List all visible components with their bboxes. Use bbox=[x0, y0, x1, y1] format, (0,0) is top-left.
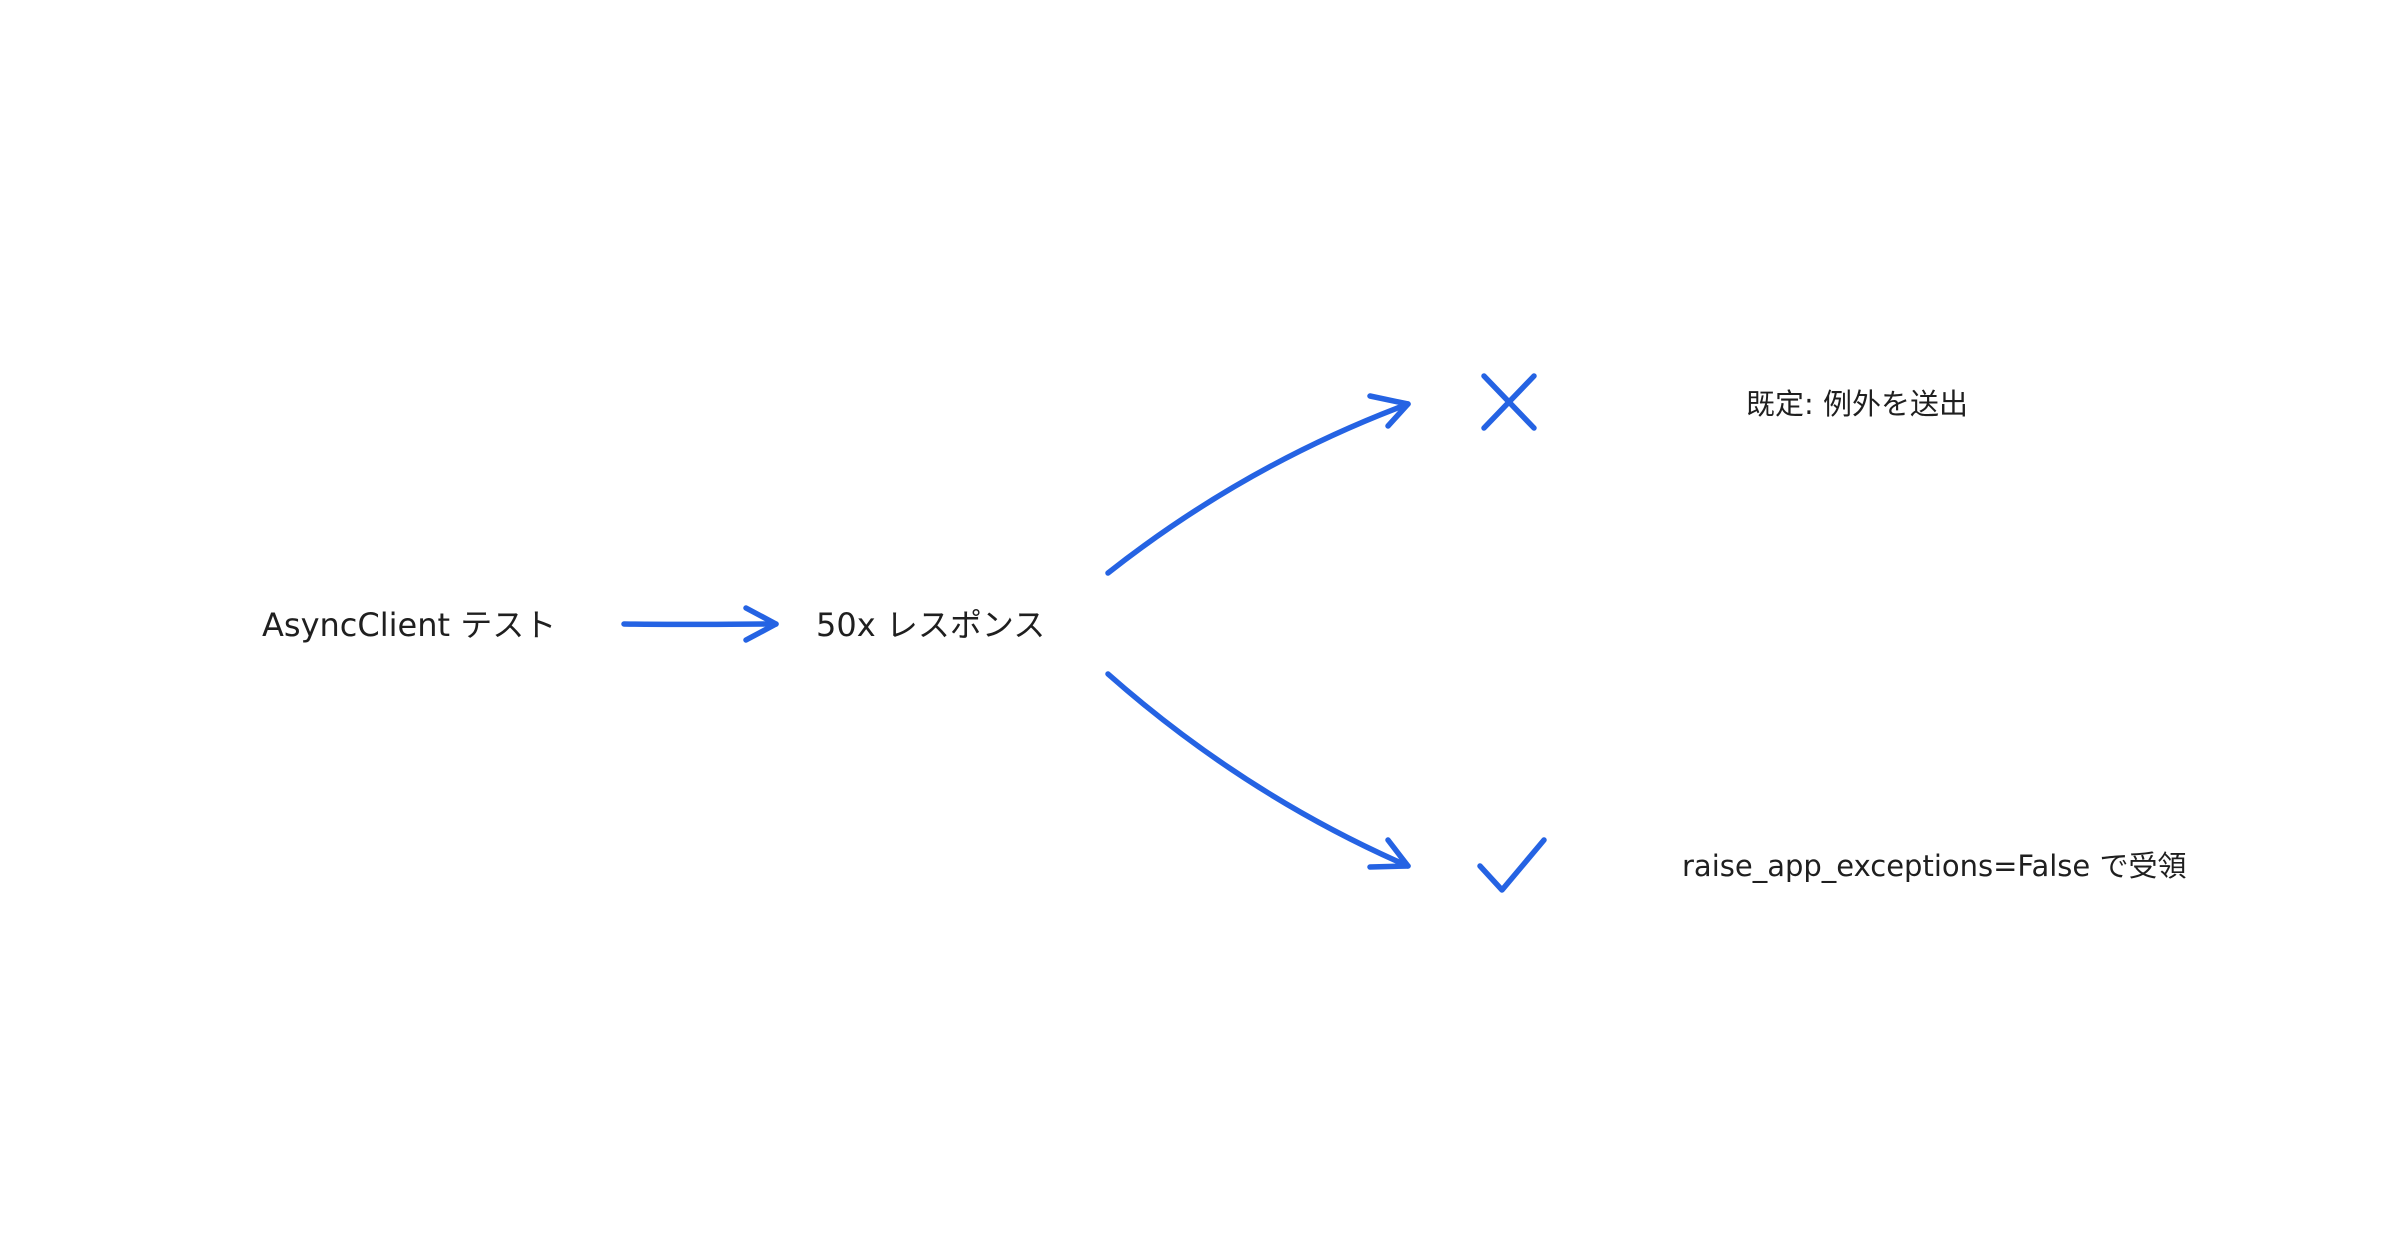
node-response: 50x レスポンス bbox=[816, 606, 1046, 644]
outcome-default: 既定: 例外を送出 bbox=[1746, 387, 1968, 421]
cross-icon bbox=[1481, 373, 1537, 431]
check-icon bbox=[1477, 837, 1547, 893]
arrow-response-to-default bbox=[1105, 393, 1411, 576]
node-start: AsyncClient テスト bbox=[262, 606, 557, 644]
arrow-response-to-accepted bbox=[1105, 671, 1411, 870]
arrow-start-to-response bbox=[621, 605, 779, 643]
outcome-accepted: raise_app_exceptions=False で受領 bbox=[1682, 849, 2187, 883]
